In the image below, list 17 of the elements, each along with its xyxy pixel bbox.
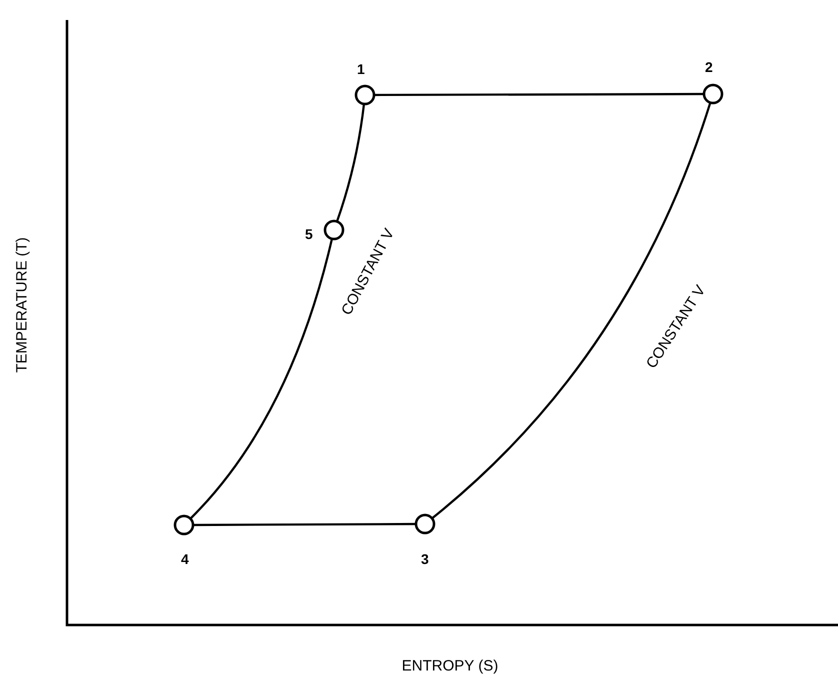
process-curve xyxy=(193,522,416,526)
point-number: 2 xyxy=(705,60,713,74)
axis-title: TEMPERATURE (T) xyxy=(14,237,30,373)
axis-title: ENTROPY (S) xyxy=(402,658,498,674)
state-point-marker xyxy=(323,219,345,241)
process-curve xyxy=(431,102,712,520)
point-number: 4 xyxy=(181,552,189,566)
process-curve xyxy=(190,238,334,520)
point-number: 5 xyxy=(305,227,313,241)
point-number: 1 xyxy=(357,62,365,76)
state-point-marker xyxy=(414,513,436,535)
state-point-marker xyxy=(354,84,376,106)
point-number: 3 xyxy=(421,552,429,566)
state-point-marker xyxy=(173,514,195,536)
state-point-marker xyxy=(702,83,724,105)
process-curve xyxy=(336,104,366,222)
process-curve xyxy=(374,92,704,96)
